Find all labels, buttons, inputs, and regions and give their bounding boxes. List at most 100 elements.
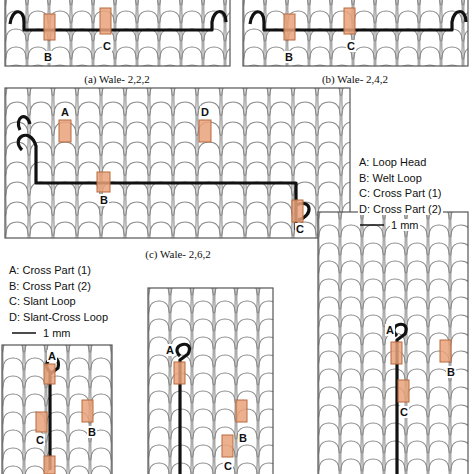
highlight-box (44, 364, 55, 384)
knit-loop (342, 88, 350, 116)
knit-loop (341, 387, 363, 417)
part-letter: A (385, 324, 395, 336)
highlight-box (344, 8, 355, 34)
part-letter: C (295, 223, 305, 235)
scale-bar (12, 332, 36, 334)
knit-loop (270, 102, 294, 136)
part-letter: B (99, 194, 109, 206)
knit-loop (237, 391, 259, 421)
knit-loop (91, 376, 112, 406)
panel-caption: (a) Wale- 2,2,2 (83, 73, 151, 85)
knit-loop (149, 463, 171, 474)
highlight-box (36, 412, 47, 432)
knit-loop (342, 142, 350, 176)
knit-loop (451, 243, 468, 273)
knit-loop (407, 351, 429, 381)
knit-loop (193, 355, 215, 385)
knit-loop (363, 315, 385, 345)
knit-loop (69, 466, 91, 474)
knit-loop (54, 88, 78, 96)
knit-loop (6, 182, 30, 216)
knit-loop (193, 319, 215, 349)
knit-panel (318, 212, 468, 474)
knit-loop (288, 0, 310, 5)
knit-loop (376, 0, 398, 5)
highlight-box (292, 200, 303, 222)
knit-loop (6, 102, 30, 136)
knit-loop (222, 162, 246, 196)
knit-loop (182, 11, 204, 41)
knit-loop (222, 222, 246, 238)
knit-loop (342, 122, 350, 156)
knit-loop (259, 373, 273, 403)
legend-text: C: Cross Part (1) (358, 187, 443, 199)
highlight-box (44, 456, 55, 474)
knit-loop (363, 405, 385, 435)
knit-loop (237, 463, 259, 474)
knit-loop (376, 11, 398, 41)
knit-loop (363, 423, 385, 453)
knit-loop (319, 441, 341, 471)
knit-loop (237, 373, 259, 403)
knit-loop (54, 222, 78, 238)
knit-loop (451, 297, 468, 327)
knit-loop (150, 142, 174, 176)
knit-loop (246, 142, 270, 176)
welt-yarn (18, 117, 30, 130)
knit-loop (204, 47, 226, 66)
part-letter: C (399, 406, 409, 418)
knit-loop (451, 333, 468, 363)
knit-loop (442, 29, 464, 59)
knit-loop (237, 355, 259, 385)
knit-loop (237, 319, 259, 349)
knit-loop (319, 279, 341, 309)
knit-loop (246, 122, 270, 156)
knit-loop (91, 345, 112, 352)
knit-loop (451, 315, 468, 345)
knit-loop (102, 122, 126, 156)
knit-loop (182, 29, 204, 59)
knit-loop (116, 29, 138, 59)
knit-loop (246, 162, 270, 196)
knit-loop (363, 369, 385, 399)
knit-loop (319, 297, 341, 327)
knit-loop (319, 225, 341, 255)
knit-loop (222, 88, 246, 96)
knit-loop (407, 441, 429, 471)
legend-text: D: Slant-Cross Loop (8, 311, 109, 323)
knit-loop (259, 301, 273, 331)
knit-loop (420, 29, 442, 59)
knit-loop (91, 394, 112, 424)
knit-loop (78, 142, 102, 176)
knit-loop (198, 182, 222, 216)
knit-loop (193, 391, 215, 421)
knit-loop (318, 182, 342, 216)
knit-loop (341, 459, 363, 474)
knit-loop (150, 202, 174, 236)
knit-loop (149, 427, 171, 457)
panel-frame (243, 0, 468, 66)
knit-loop (407, 387, 429, 417)
knit-loop (246, 202, 270, 236)
knit-loop (464, 47, 468, 66)
knit-loop (354, 29, 376, 59)
knit-loop (244, 47, 266, 66)
knit-panel (5, 0, 230, 66)
panel-frame (318, 212, 468, 474)
knit-loop (72, 11, 94, 41)
knit-loop (451, 261, 468, 291)
knit-loop (171, 409, 193, 439)
knit-loop (246, 222, 270, 238)
knit-loop (429, 387, 451, 417)
knit-panel (5, 88, 350, 238)
knit-loop (174, 122, 198, 156)
knit-loop (78, 88, 102, 96)
knit-loop (294, 222, 318, 238)
knit-loop (174, 162, 198, 196)
knit-panel (2, 345, 112, 474)
knit-loop (385, 297, 407, 327)
knit-loop (363, 459, 385, 474)
legend-text: 1 mm (390, 219, 420, 231)
knit-loop (138, 47, 160, 66)
